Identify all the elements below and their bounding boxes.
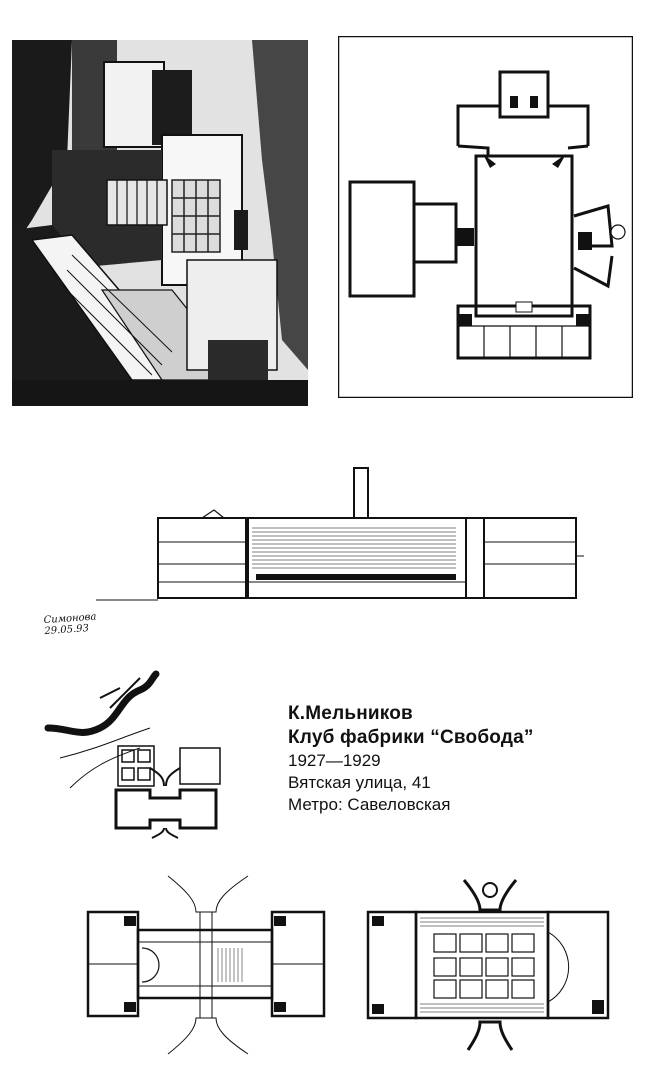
building-metro: Метро: Савеловская [288,795,451,814]
building-title: Клуб фабрики “Свобода” [288,727,534,748]
building-address: Вятская улица, 41 [288,773,431,792]
floor-plan-bottom-right [364,872,620,1058]
building-years: 1927—1929 [288,751,381,770]
site-plan [40,668,272,850]
building-photo [12,40,308,406]
section-drawing [96,460,584,650]
caption-block: К.Мельников Клуб фабрики “Свобода” 1927—… [288,702,628,816]
floor-plan-top [338,36,633,398]
architect-name: К.Мельников [288,703,413,724]
floor-plan-bottom-left [84,872,332,1058]
